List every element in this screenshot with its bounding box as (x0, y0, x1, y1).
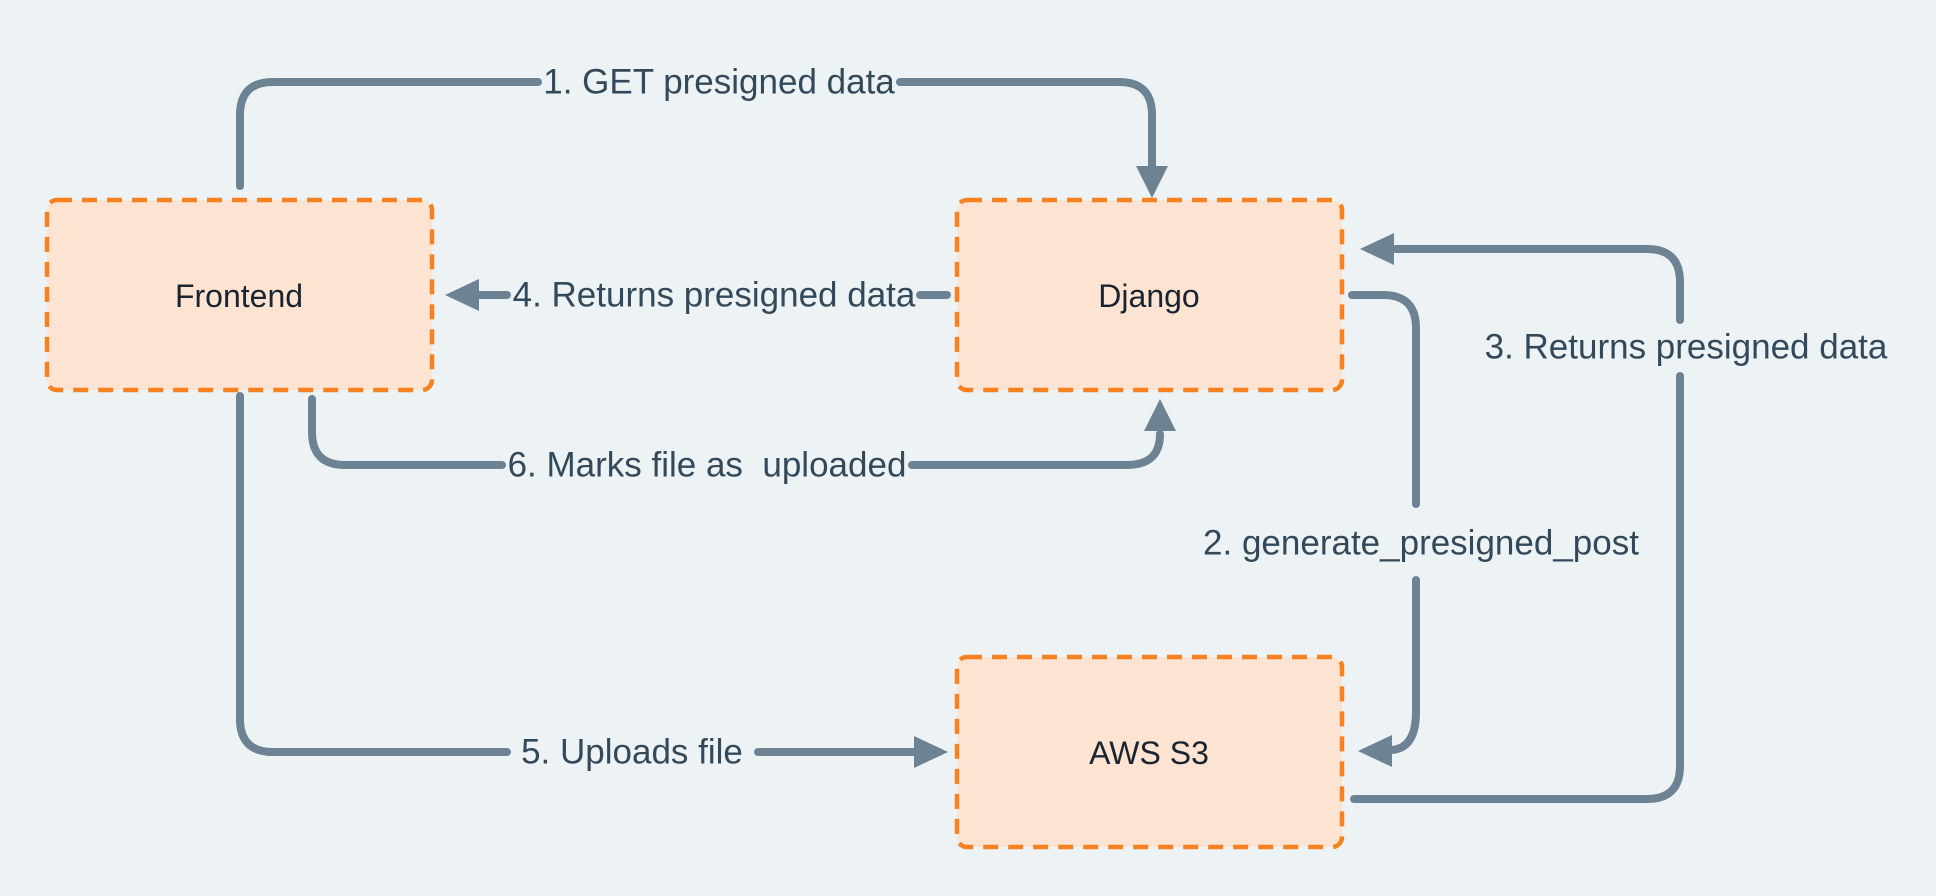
node-frontend-box (44, 197, 435, 393)
edge-3-line-start (1350, 372, 1684, 803)
node-django-label: Django (1098, 278, 1199, 314)
node-aws-s3-box (954, 654, 1345, 850)
edge-5-uploads-file: 5. Uploads file (236, 392, 948, 772)
edge-1-get-presigned-data: 1. GET presigned data (236, 63, 1168, 198)
edge-6-line-end (908, 430, 1164, 469)
edge-4-label: 4. Returns presigned data (513, 276, 916, 315)
edge-5-label: 5. Uploads file (521, 733, 743, 772)
edge-2-line-start (1348, 291, 1420, 508)
edge-2-line-end (1388, 576, 1420, 754)
node-aws-s3-label: AWS S3 (1089, 735, 1209, 771)
edge-5-arrowhead-right-icon (914, 736, 948, 768)
edge-1-line-end (896, 78, 1156, 170)
edge-1-line-start (236, 78, 542, 190)
edge-2-generate-presigned-post: 2. generate_presigned_post (1203, 291, 1639, 767)
edge-2-label: 2. generate_presigned_post (1203, 524, 1639, 563)
edge-4-arrowhead-left-icon (445, 279, 479, 311)
node-django-box (954, 197, 1345, 393)
edge-2-arrowhead-left-icon (1358, 735, 1392, 767)
edge-4-returns-presigned-data: 4. Returns presigned data (445, 276, 951, 315)
edge-6-label: 6. Marks file as uploaded (508, 446, 907, 485)
edge-3-arrowhead-left-icon (1360, 233, 1394, 265)
edge-3-line-end (1392, 245, 1684, 324)
node-django: Django (954, 197, 1345, 393)
edge-1-label: 1. GET presigned data (543, 63, 895, 102)
edge-6-line-start (308, 395, 506, 469)
edge-6-arrowhead-up-icon (1144, 399, 1176, 431)
node-frontend-label: Frontend (175, 278, 303, 314)
edge-1-arrowhead-down-icon (1136, 166, 1168, 198)
node-frontend: Frontend (44, 197, 435, 393)
edge-3-label: 3. Returns presigned data (1485, 328, 1888, 367)
node-aws-s3: AWS S3 (954, 654, 1345, 850)
edge-6-marks-file-uploaded: 6. Marks file as uploaded (308, 395, 1176, 485)
edge-3-returns-presigned-data: 3. Returns presigned data (1350, 233, 1888, 803)
edge-5-line-start (236, 392, 511, 756)
